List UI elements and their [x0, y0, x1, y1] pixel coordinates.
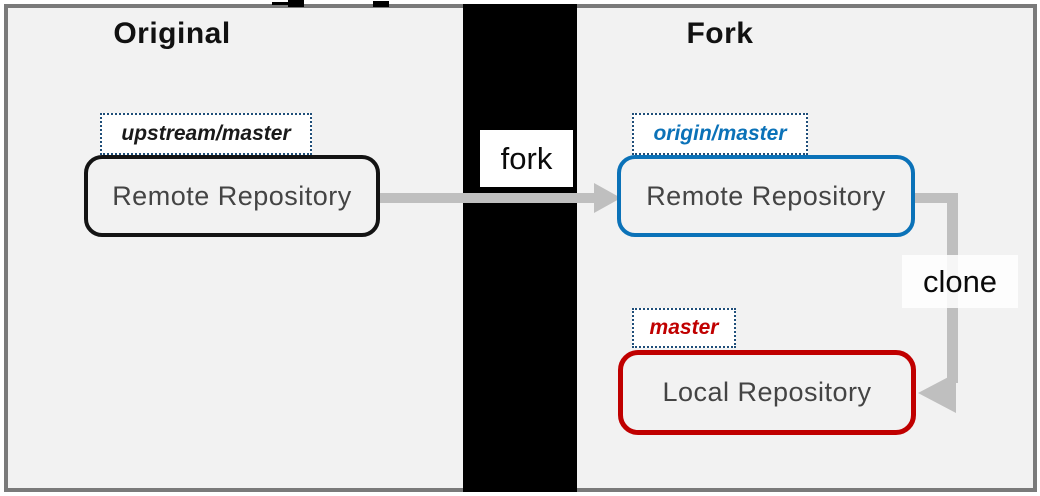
fork-action-label: fork — [480, 130, 573, 187]
fork-remote-repository-box: Remote Repository — [617, 155, 915, 237]
clone-arrowhead-icon — [918, 373, 956, 413]
cropped-text-fragment — [373, 1, 389, 7]
clone-action-label: clone — [902, 255, 1018, 308]
master-branch-tag: master — [632, 308, 736, 348]
cropped-text-fragment — [288, 0, 304, 7]
original-section-title: Original — [113, 17, 231, 50]
original-remote-repository-box: Remote Repository — [84, 155, 380, 237]
cropped-text-fragment — [272, 2, 292, 5]
clone-arrow-horizontal-line — [911, 193, 958, 203]
fork-arrowhead-icon — [594, 183, 621, 213]
fork-local-repository-box: Local Repository — [618, 350, 916, 435]
divider-bar — [463, 4, 577, 492]
fork-arrow-line — [378, 193, 594, 203]
upstream-master-branch-tag: upstream/master — [100, 113, 312, 155]
origin-master-branch-tag: origin/master — [632, 113, 808, 155]
fork-section-title: Fork — [686, 17, 754, 50]
